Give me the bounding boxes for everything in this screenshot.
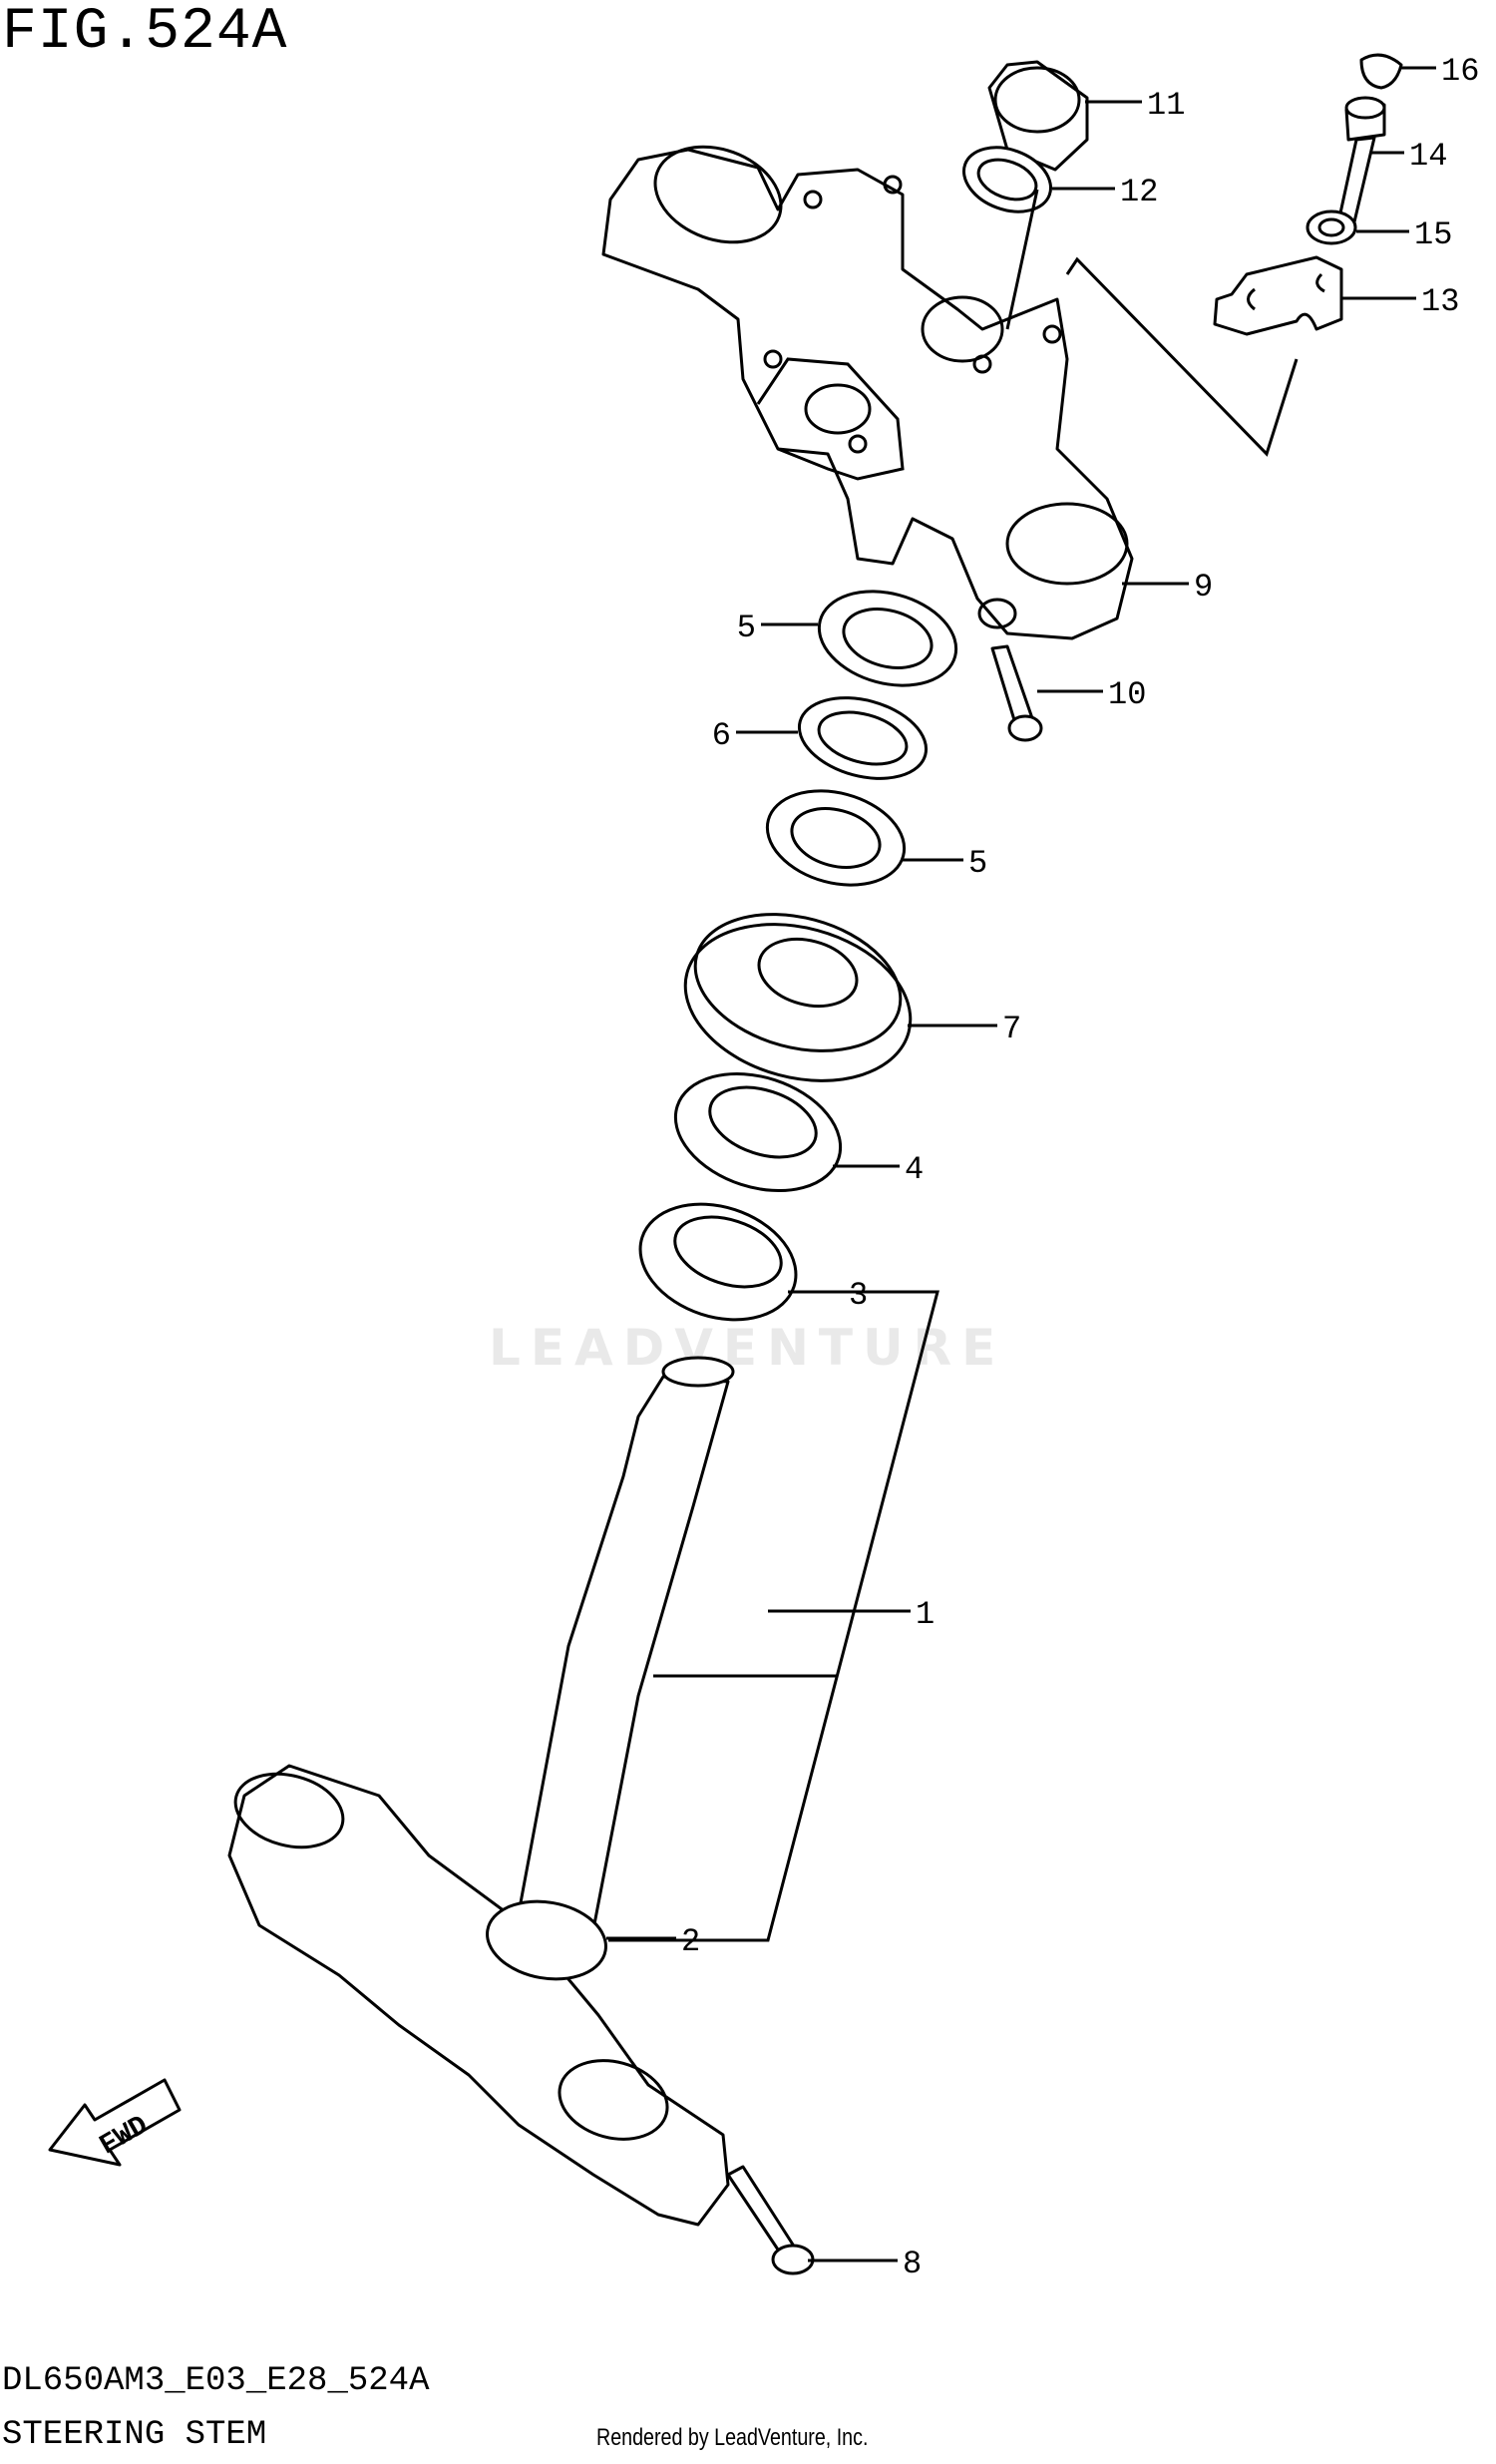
part-8-bolt[interactable] [726, 2165, 815, 2275]
callout-label-14[interactable]: 14 [1409, 138, 1447, 175]
callout-label-9[interactable]: 9 [1194, 569, 1213, 606]
figure-title: FIG.524A [2, 0, 288, 65]
callout-label-13[interactable]: 13 [1421, 283, 1459, 320]
callout-label-15[interactable]: 15 [1414, 216, 1452, 253]
callout-label-8[interactable]: 8 [903, 2246, 922, 2282]
part-7-dust-seal[interactable] [668, 893, 929, 1104]
part-16-cap[interactable] [1359, 53, 1403, 90]
callout-label-16[interactable]: 16 [1441, 53, 1479, 90]
fwd-arrow-icon: FWD [48, 2078, 182, 2167]
callout-label-12[interactable]: 12 [1120, 174, 1158, 210]
part-6-washer[interactable] [790, 684, 935, 791]
callout-label-2[interactable]: 2 [681, 1923, 700, 1960]
part-9-upper-bracket[interactable] [601, 130, 1134, 640]
callout-label-5[interactable]: 5 [737, 610, 756, 646]
callout-label-4[interactable]: 4 [905, 1151, 924, 1188]
part-12-washer[interactable] [954, 136, 1059, 222]
callout-label-3[interactable]: 3 [849, 1277, 868, 1314]
figure-name: STEERING STEM [2, 2416, 267, 2454]
part-1-steering-stem[interactable] [227, 1356, 735, 2227]
part-3-bearing-race[interactable] [625, 1185, 811, 1339]
callout-label-11[interactable]: 11 [1147, 87, 1185, 124]
part-4-bearing[interactable] [660, 1053, 856, 1210]
render-credit: Rendered by LeadVenture, Inc. [596, 2424, 869, 2451]
callout-label-5[interactable]: 5 [968, 845, 987, 882]
part-5-steering-nut-upper[interactable] [809, 577, 967, 699]
group-bracket-lines [608, 189, 1299, 1942]
watermark: LEADVENTURE [489, 1319, 1006, 1377]
part-13-handlebar-holder[interactable] [1213, 255, 1343, 336]
part-10-bolt[interactable] [990, 644, 1043, 742]
callout-label-6[interactable]: 6 [712, 717, 731, 754]
model-code: DL650AM3_E03_E28_524A [2, 2362, 430, 2400]
part-15-washer[interactable] [1306, 209, 1357, 245]
callout-label-10[interactable]: 10 [1108, 676, 1146, 713]
part-5-steering-nut-lower[interactable] [757, 776, 916, 899]
callout-label-1[interactable]: 1 [916, 1596, 935, 1633]
callout-label-7[interactable]: 7 [1002, 1011, 1021, 1047]
